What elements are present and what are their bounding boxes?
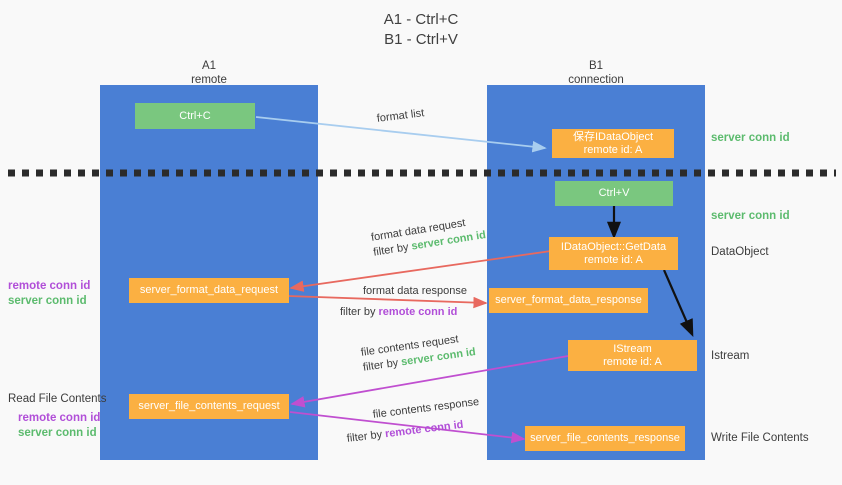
left-label-remote-conn-id-bottom: remote conn id [18,412,101,424]
box-save-idataobject-line2: remote id: A [583,143,643,156]
box-ctrl-v-label: Ctrl+V [598,187,630,199]
column-header-b1: B1 connection [486,59,706,87]
box-istream-line1: IStream [613,342,652,355]
edge-label-file-contents-response: file contents response [372,395,480,423]
box-ctrl-c-label: Ctrl+C [179,109,211,122]
box-ctrl-c[interactable]: Ctrl+C [135,103,255,129]
right-label-write-file-contents: Write File Contents [711,432,809,444]
left-label-server-conn-id-bottom: server conn id [18,427,97,439]
column-a1-name: A1 [201,60,217,72]
box-server-file-contents-response-label: server_file_contents_response [530,432,680,444]
box-server-format-data-request-label: server_format_data_request [139,284,279,296]
column-b1-sub: connection [568,74,624,86]
edge-label-format-data-response-text: format data response [363,285,467,297]
column-header-a1: A1 remote [99,59,319,87]
column-a1-sub: remote [191,74,227,86]
box-server-file-contents-response[interactable]: server_file_contents_response [525,426,685,451]
left-label-remote-conn-id-mid: remote conn id [8,280,91,292]
box-server-file-contents-request[interactable]: server_file_contents_request [129,394,289,419]
edge-label-format-list: format list [376,106,425,127]
box-istream-line2: remote id: A [603,355,662,368]
title-line-2: B1 - Ctrl+V [384,31,458,48]
edge-label-format-data-response: format data response [363,284,467,299]
right-label-server-conn-id-top: server conn id [711,132,790,144]
edge-label-format-list-text: format list [376,107,425,125]
box-istream[interactable]: IStream remote id: A [568,340,697,371]
box-server-format-data-response-label: server_format_data_response [495,294,642,306]
right-label-istream: Istream [711,350,750,362]
title-line-1: A1 - Ctrl+C [383,11,459,28]
box-server-format-data-request[interactable]: server_format_data_request [129,278,289,303]
edge-label-file-contents-response-filter: filter by remote conn id [346,418,464,447]
filter-value-remote-conn-id: remote conn id [378,306,458,318]
box-save-idataobject[interactable]: 保存IDataObject remote id: A [552,129,674,158]
edge-label-format-data-response-filter: filter by remote conn id [340,305,457,320]
box-ctrl-v[interactable]: Ctrl+V [555,181,673,206]
right-label-dataobject: DataObject [711,246,769,258]
box-idataobject-getdata[interactable]: IDataObject::GetData remote id: A [549,237,678,270]
left-label-server-conn-id-mid: server conn id [8,295,87,307]
box-getdata-line2: remote id: A [584,253,643,266]
edge-label-file-contents-request: file contents request filter by server c… [360,330,477,376]
filter-prefix: filter by [362,356,403,374]
filter-prefix: filter by [340,306,379,318]
column-b1-name: B1 [588,60,604,72]
left-label-read-file-contents: Read File Contents [8,393,107,405]
filter-value-remote-conn-id: remote conn id [384,418,465,441]
box-save-idataobject-line1: 保存IDataObject [572,130,654,143]
filter-prefix: filter by [346,428,386,445]
right-label-server-conn-id-mid: server conn id [711,210,790,222]
edge-label-format-data-request: format data request filter by server con… [370,213,487,260]
page-title: A1 - Ctrl+C B1 - Ctrl+V [0,10,842,50]
box-getdata-line1: IDataObject::GetData [560,240,667,253]
box-server-format-data-response[interactable]: server_format_data_response [489,288,648,313]
edge-label-file-contents-response-text: file contents response [372,395,480,421]
box-server-file-contents-request-label: server_file_contents_request [138,400,280,412]
